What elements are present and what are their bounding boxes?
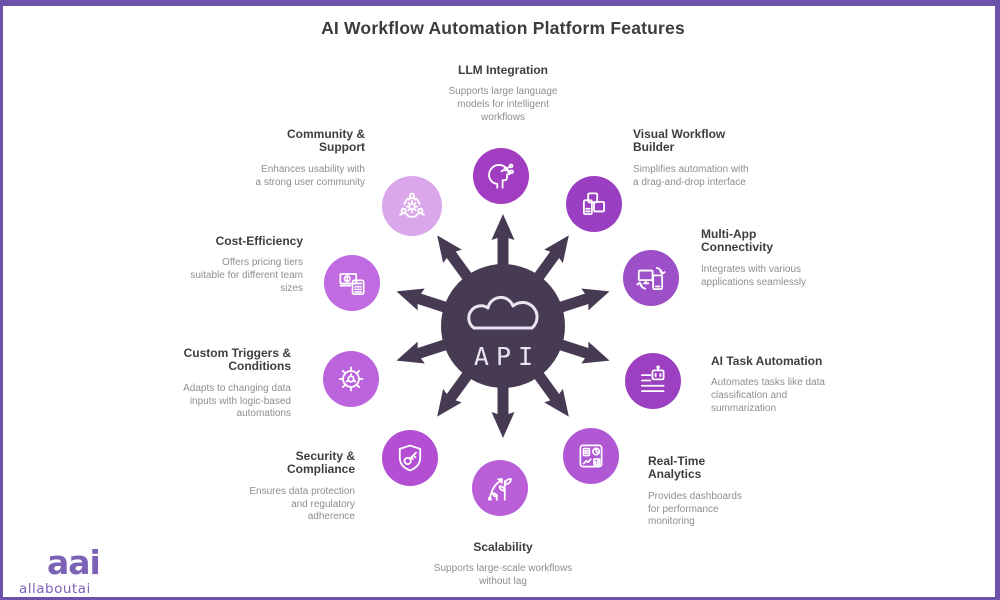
api-hub: API: [392, 214, 614, 438]
feature-text-community-support: Community & Support Enhances usability w…: [255, 127, 366, 189]
feature-circle-llm-integration: [473, 148, 529, 204]
feature-text-scalability: Scalability Supports large-scale workflo…: [423, 540, 583, 589]
feature-circle-visual-workflow-builder: [566, 176, 622, 232]
feature-circle-security-compliance: [382, 430, 438, 486]
gear-icon: [338, 366, 364, 392]
robot-list-icon: [640, 365, 665, 392]
feature-circle-scalability: [472, 460, 528, 516]
logo-text: allaboutai: [19, 581, 91, 597]
feature-desc: Integrates with various applications sea…: [701, 263, 807, 288]
feature-title: Custom Triggers & Conditions: [183, 346, 291, 374]
feature-circle-multi-app-connectivity: [623, 250, 679, 306]
feature-circle-community-support: [382, 176, 442, 236]
feature-text-cost-efficiency: Cost-Efficiency Offers pricing tiers sui…: [188, 234, 303, 296]
community-gear-icon: [399, 192, 425, 218]
feature-title: Real-Time Analytics: [648, 454, 706, 482]
feature-desc: Enhances usability with a strong user co…: [255, 163, 366, 188]
feature-desc: Supports large language models for intel…: [448, 86, 558, 124]
feature-title: Community & Support: [287, 127, 365, 155]
feature-circle-ai-task-automation: [625, 353, 681, 409]
feature-text-visual-workflow-builder: Visual Workflow Builder Simplifies autom…: [633, 127, 751, 189]
feature-desc: Supports large-scale workflows without l…: [433, 563, 573, 588]
growth-plant-icon: [487, 478, 512, 501]
feature-desc: Simplifies automation with a drag-and-dr…: [633, 163, 749, 188]
hub-circle: [441, 264, 565, 388]
logo-mark: aai: [47, 543, 101, 582]
feature-text-ai-task-automation: AI Task Automation Automates tasks like …: [711, 354, 833, 416]
feature-title: LLM Integration: [458, 63, 548, 77]
feature-title: AI Task Automation: [711, 354, 823, 368]
feature-text-real-time-analytics: Real-Time Analytics Provides dashboards …: [648, 454, 756, 529]
feature-circle-cost-efficiency: [324, 255, 380, 311]
hub-api-label: API: [474, 342, 540, 371]
feature-text-security-compliance: Security & Compliance Ensures data prote…: [243, 449, 355, 524]
page-title: AI Workflow Automation Platform Features: [321, 18, 685, 38]
feature-desc: Provides dashboards for performance moni…: [648, 490, 742, 528]
feature-text-multi-app-connectivity: Multi-App Connectivity Integrates with v…: [701, 227, 819, 289]
feature-desc: Adapts to changing data inputs with logi…: [183, 382, 291, 420]
feature-title: Cost-Efficiency: [215, 234, 303, 248]
shield-key-icon: [398, 444, 422, 472]
device-sync-icon: [636, 267, 666, 291]
ai-head-circuit-icon: [488, 163, 514, 189]
allaboutai-logo: aai allaboutai: [19, 543, 101, 597]
feature-text-custom-triggers-conditions: Custom Triggers & Conditions Adapts to c…: [166, 346, 291, 421]
feature-circle-custom-triggers-conditions: [323, 351, 379, 407]
feature-desc: Offers pricing tiers suitable for differ…: [190, 257, 303, 295]
feature-circle-real-time-analytics: [563, 428, 619, 484]
workflow-blocks-icon: [583, 192, 605, 215]
cloud-icon: [467, 295, 539, 330]
feature-title: Security & Compliance: [286, 449, 355, 477]
feature-desc: Ensures data protection and regulatory a…: [249, 485, 355, 523]
dashboard-icon: [579, 444, 603, 468]
feature-title: Visual Workflow Builder: [633, 127, 726, 155]
feature-desc: Automates tasks like data classification…: [711, 377, 825, 415]
feature-title: Scalability: [473, 540, 533, 554]
money-calculator-icon: [339, 273, 365, 296]
feature-title: Multi-App Connectivity: [701, 227, 774, 255]
feature-text-llm-integration: LLM Integration Supports large language …: [433, 63, 573, 125]
